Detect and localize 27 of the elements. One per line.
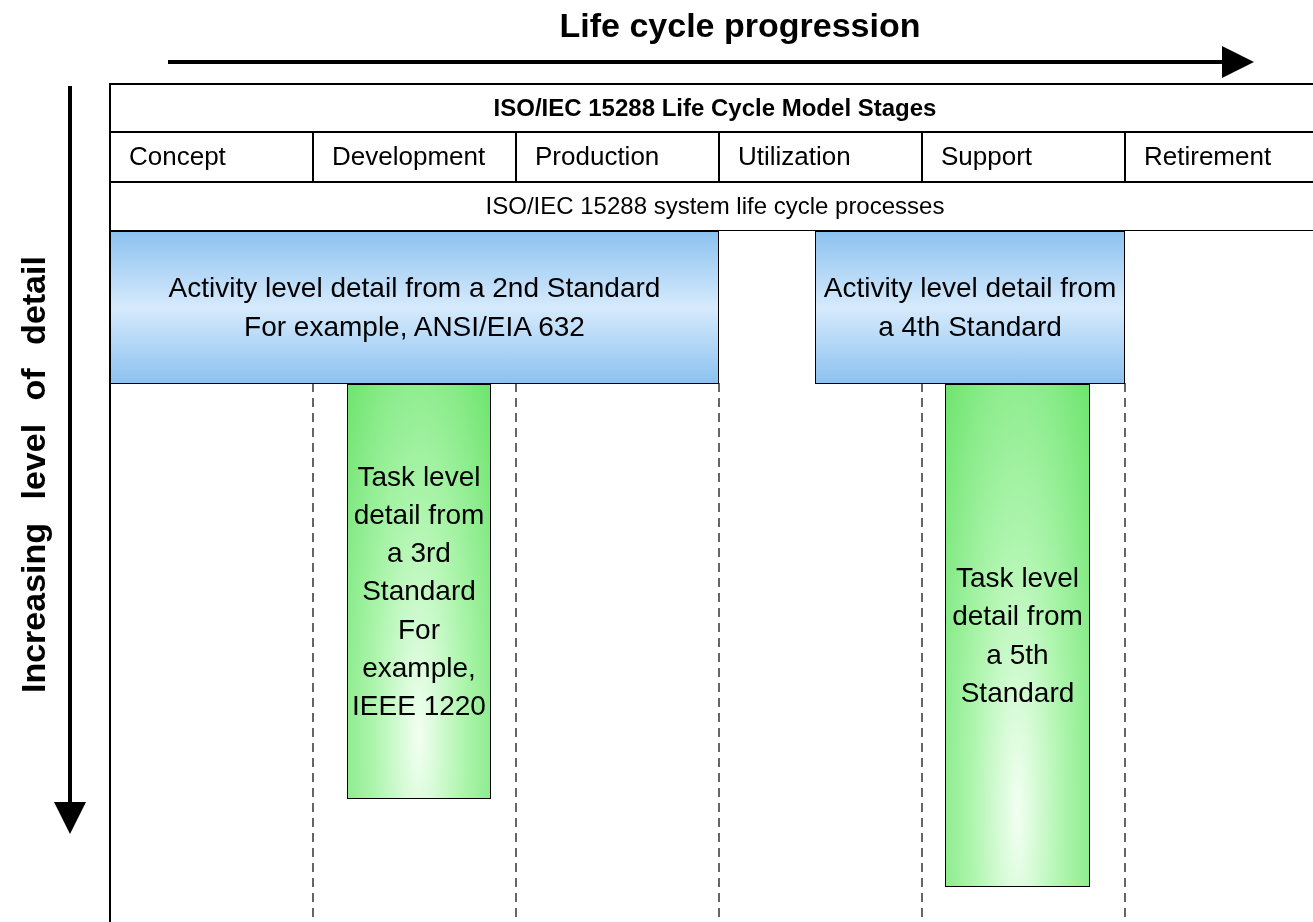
box-text: Concept [129,140,227,174]
box-text: For example, ANSI/EIA 632 [243,309,586,344]
box-text: ISO/IEC 15288 Life Cycle Model Stages [492,92,938,123]
task-box [347,384,491,799]
axis-label: Life cycle progression [558,6,922,45]
box-text: ISO/IEC 15288 system life cycle processes [484,191,946,222]
box-text: Production [535,140,661,174]
stage-cell [922,132,1125,182]
box-text: Support [941,140,1034,174]
stage-cell [516,132,719,182]
stage-cell [313,132,516,182]
box-text: Activity level detail from a 4th Standard [822,271,1118,344]
box-text: Retirement [1144,140,1273,174]
box-text: Activity level detail from a 2nd Standard [167,271,662,306]
box-text: Task level detail from a 3rd Standard [352,460,486,609]
stage-cell [719,132,922,182]
axis-label: Increasing level of detail [14,255,53,696]
box-text: For example, IEEE 1220 [352,612,486,723]
activity-box [110,231,719,384]
box-text: Utilization [738,140,852,174]
process-band [110,182,1313,231]
task-box [945,384,1090,887]
activity-box [815,231,1125,384]
box-text: Development [332,140,487,174]
stage-cell [1125,132,1313,182]
box-text: Task level detail from a 5th Standard [951,561,1084,710]
stage-cell [110,132,313,182]
